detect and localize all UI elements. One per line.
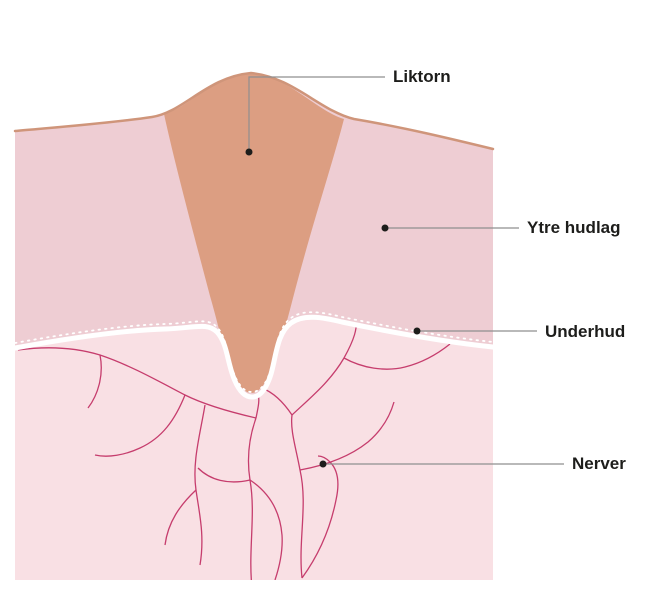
label-underhud: Underhud xyxy=(545,322,626,341)
dot-liktorn xyxy=(245,148,253,156)
nerve-branch xyxy=(247,417,257,580)
leader-lines xyxy=(248,76,564,465)
nerve-branch xyxy=(194,404,206,566)
nerve-branch xyxy=(290,414,304,579)
skin-surface-outline xyxy=(13,71,495,151)
nerve-branch xyxy=(197,467,251,483)
dot-underhud xyxy=(413,327,421,335)
subcutis-layer xyxy=(15,317,493,580)
leader-line-liktorn xyxy=(248,76,385,152)
nerve-branch xyxy=(249,479,283,580)
nerve-branch xyxy=(343,343,451,370)
dot-nerver xyxy=(319,460,327,468)
nerve-branch xyxy=(94,394,186,457)
nerve-branch xyxy=(291,317,358,416)
callout-dots xyxy=(245,148,421,468)
label-ytre-hudlag: Ytre hudlag xyxy=(527,218,621,237)
corn-shape xyxy=(164,73,344,393)
nerve-branch xyxy=(17,347,257,419)
label-nerver: Nerver xyxy=(572,454,626,473)
nerve-branch xyxy=(164,489,197,546)
label-liktorn: Liktorn xyxy=(393,67,451,86)
dot-ytre-hudlag xyxy=(381,224,389,232)
nerve-branch xyxy=(87,354,102,409)
nerve-branch xyxy=(301,455,339,579)
nerve-branch xyxy=(299,401,395,471)
